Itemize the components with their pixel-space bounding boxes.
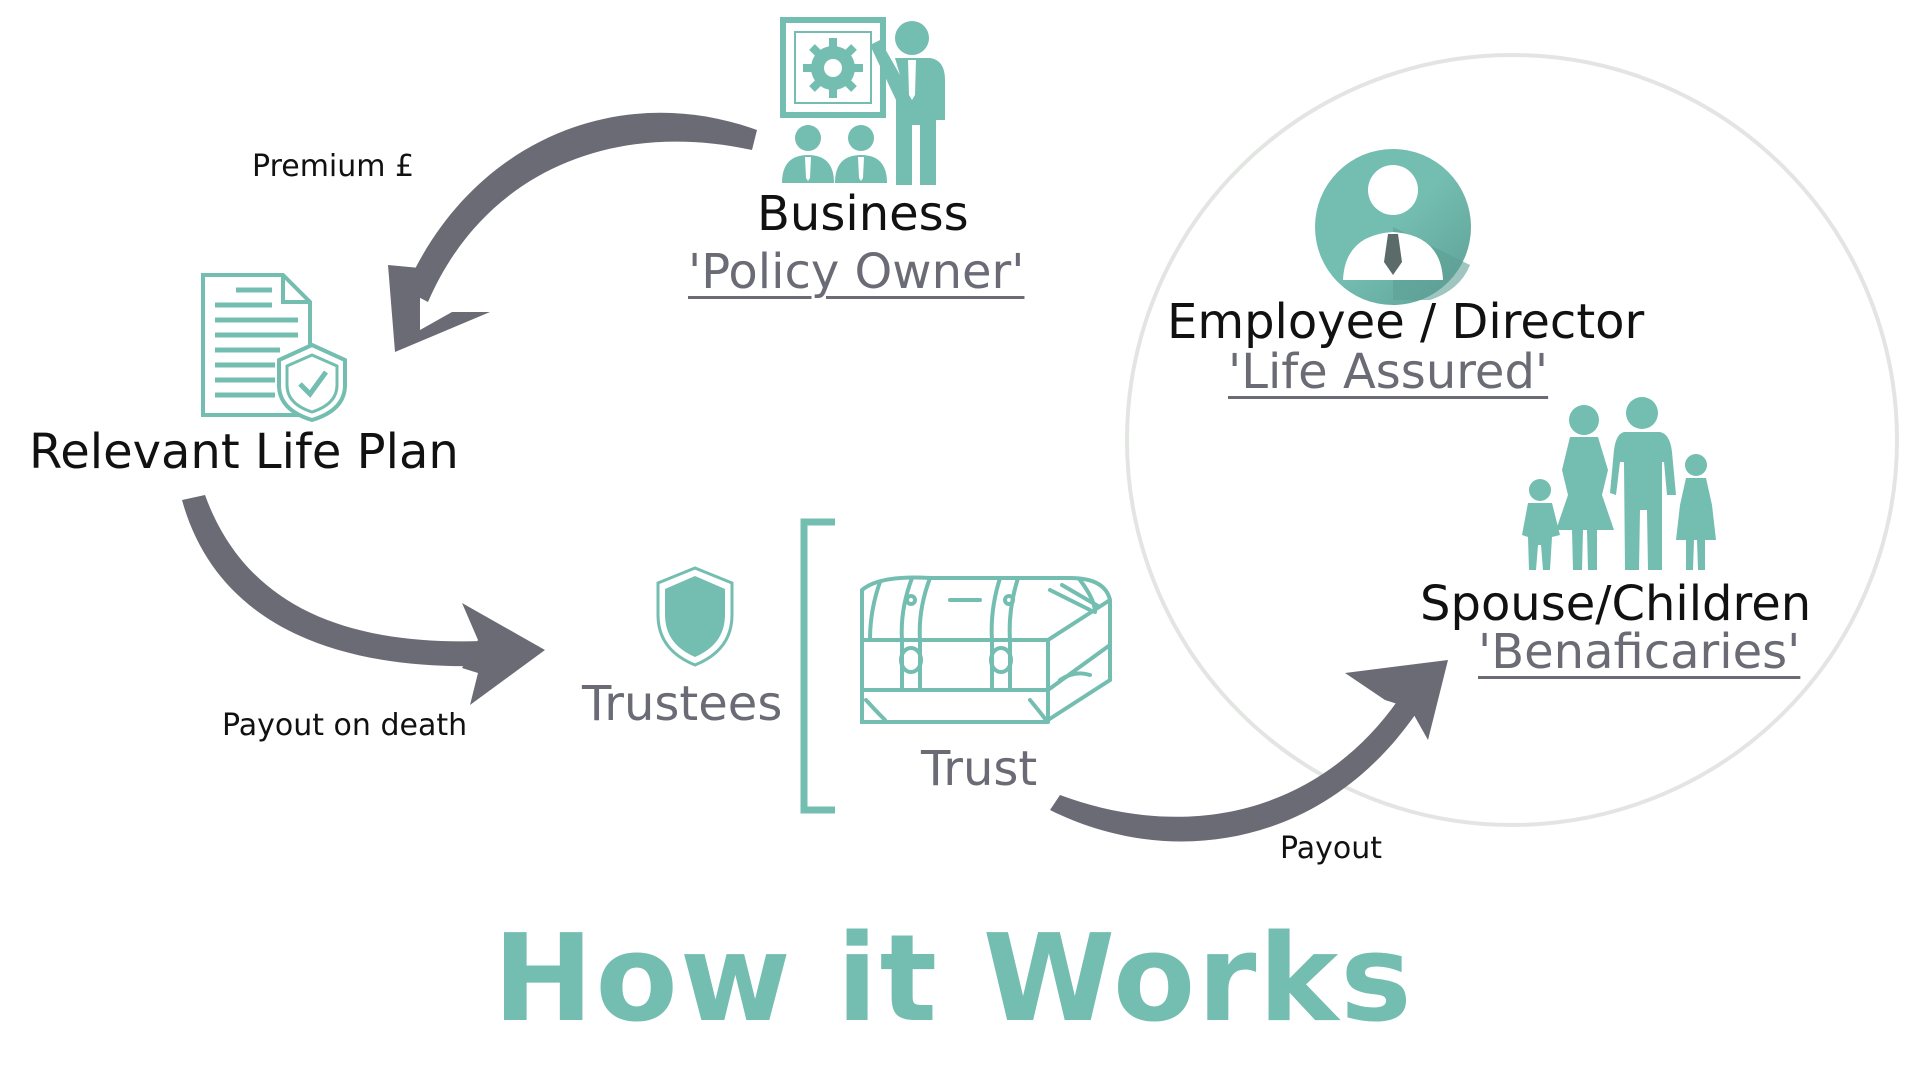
payout-on-death-arrow [182, 495, 545, 705]
business-label: Business [757, 186, 969, 242]
life-assured-role: 'Life Assured' [1228, 344, 1549, 400]
relevant-life-plan-label: Relevant Life Plan [29, 424, 459, 480]
trust-bracket [800, 518, 835, 814]
trustees-label: Trustees [582, 676, 783, 732]
family-group-circle [1125, 53, 1899, 827]
beneficiaries-role: 'Benaficaries' [1478, 624, 1801, 680]
person-avatar-icon [1315, 149, 1471, 305]
policy-document-shield-icon [201, 273, 347, 423]
policy-owner-role: 'Policy Owner' [688, 244, 1025, 300]
premium-arrow [388, 112, 757, 352]
diagram-title: How it Works [493, 910, 1414, 1049]
employee-director-label: Employee / Director [1167, 294, 1645, 350]
payout-arrow [1050, 660, 1448, 842]
payout-on-death-label: Payout on death [222, 708, 468, 743]
trust-label: Trust [921, 741, 1038, 797]
treasure-chest-icon [860, 575, 1112, 724]
spouse-children-label: Spouse/Children [1420, 576, 1812, 632]
presentation-icon [780, 17, 945, 185]
premium-arrow-label: Premium £ [252, 149, 415, 184]
family-icon [1522, 397, 1716, 570]
shield-icon [656, 566, 734, 667]
payout-arrow-label: Payout [1280, 831, 1383, 866]
